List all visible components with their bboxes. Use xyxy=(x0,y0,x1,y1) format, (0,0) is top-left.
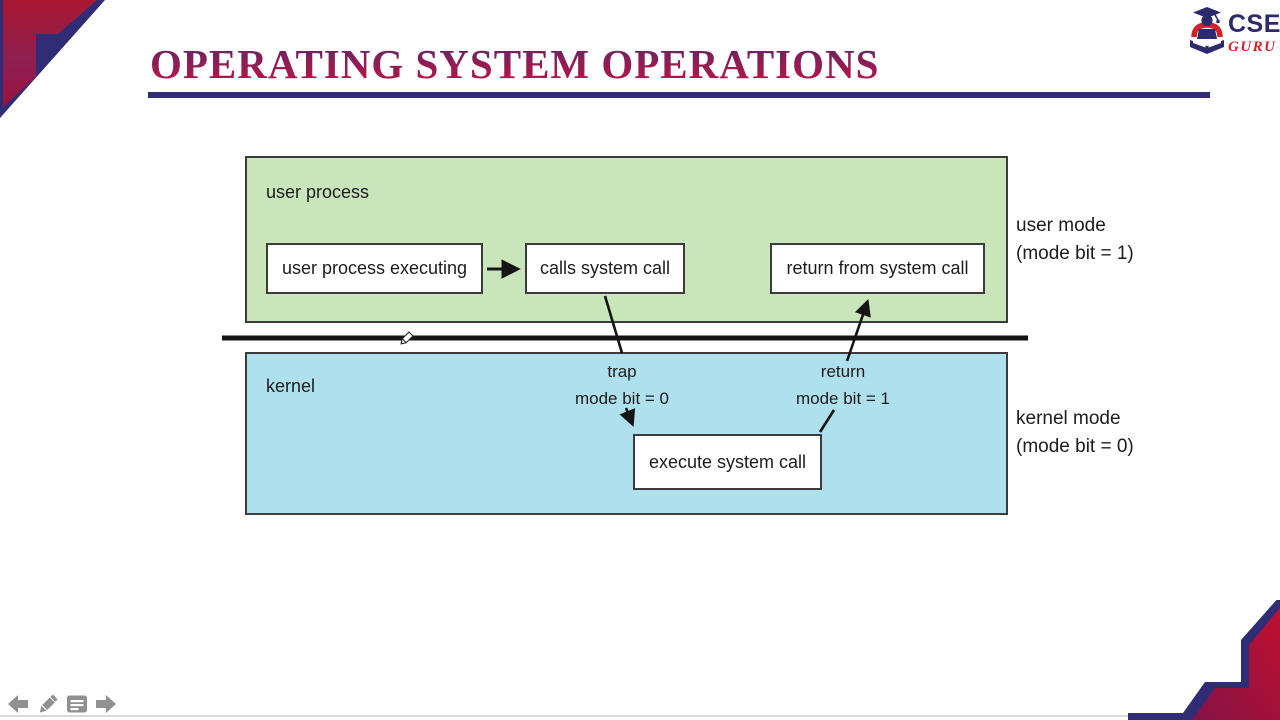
corner-decoration-bottom-right xyxy=(1128,600,1280,720)
kernel-mode-line2: (mode bit = 0) xyxy=(1016,436,1134,457)
user-mode-line1: user mode xyxy=(1016,215,1106,236)
return-label: return mode bit = 1 xyxy=(778,358,908,412)
logo: CSE GURU xyxy=(1186,6,1280,64)
kernel-label: kernel xyxy=(266,376,316,396)
pencil-annotate-icon[interactable] xyxy=(35,692,60,716)
node-calls-system-call: calls system call xyxy=(525,243,685,294)
return-label-line2: mode bit = 1 xyxy=(795,389,891,408)
kernel-region xyxy=(245,352,1008,515)
user-mode-line2: (mode bit = 1) xyxy=(1016,243,1134,264)
trap-label-line1: trap xyxy=(607,362,637,381)
user-process-region xyxy=(245,156,1008,323)
back-arrow-icon[interactable] xyxy=(6,692,30,716)
trap-label: trap mode bit = 0 xyxy=(557,358,687,412)
forward-arrow-icon[interactable] xyxy=(94,692,118,716)
notes-icon[interactable] xyxy=(65,692,89,716)
presenter-toolbar xyxy=(6,692,118,716)
title-underline xyxy=(148,92,1210,98)
trap-label-line2: mode bit = 0 xyxy=(574,389,670,408)
user-mode-label: user mode (mode bit = 1) xyxy=(1016,212,1134,268)
kernel-mode-label: kernel mode (mode bit = 0) xyxy=(1016,405,1134,461)
bottom-divider-line xyxy=(0,715,1280,717)
logo-text-cse: CSE xyxy=(1228,10,1280,38)
node-execute-system-call: execute system call xyxy=(633,434,822,490)
pencil-cursor xyxy=(400,331,414,345)
return-label-line1: return xyxy=(820,362,866,381)
kernel-mode-line1: kernel mode xyxy=(1016,408,1121,429)
page-title: OPERATING SYSTEM OPERATIONS xyxy=(150,41,880,87)
user-process-label: user process xyxy=(266,182,370,202)
corner-decoration-top-left xyxy=(0,0,105,118)
logo-text-guru: GURU xyxy=(1228,39,1277,55)
node-user-process-executing: user process executing xyxy=(266,243,483,294)
graduate-student-icon xyxy=(1190,7,1224,54)
node-return-from-system-call: return from system call xyxy=(770,243,985,294)
